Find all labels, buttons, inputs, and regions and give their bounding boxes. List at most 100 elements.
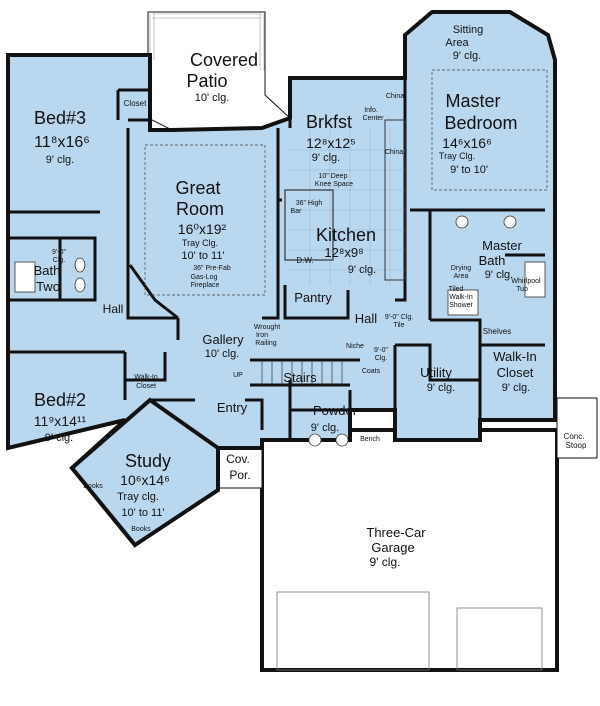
shower-line1: Tiled [449,286,464,293]
knee-space-line2: Knee Space [315,181,353,188]
high-bar-line2: Bar [291,208,303,215]
coats-line1: 9'-0" [374,347,388,354]
study-books-2: Books [131,526,151,533]
walk-in-closet-name-line1: Walk-In [493,349,537,364]
coats-line3: Coats [362,368,381,375]
great-room-name-line1: Great [175,178,220,198]
entry-name: Entry [217,400,248,415]
study-name: Study [125,451,171,471]
covered-patio-name-line2: Patio [186,71,227,91]
fireplace-label-line3: Fireplace [191,282,220,289]
brkfst-name: Brkfst [306,112,352,132]
garage-ceiling: 9' clg. [370,555,401,569]
railing-line1: Wrought [254,324,280,331]
master-bedroom-ceiling-line2: 9' to 10' [450,164,488,176]
kitchen-dims: 12⁸x9⁸ [324,245,363,260]
kitchen-counter [384,119,406,281]
shelves-label: Shelves [483,327,511,336]
tile-clg-line2: Tile [393,322,404,329]
covered-patio-name-line1: Covered [190,50,258,70]
tile-grid [290,128,405,285]
railing-line3: Railing [255,340,277,347]
bath-two-name-line1: Bath [34,263,61,278]
bed2-dims: 11⁹x14¹¹ [34,413,87,429]
bed2-closet-line2: Closet [136,383,156,390]
great-room-ceiling-line2: 10' to 11' [181,250,224,262]
gallery-name: Gallery [202,332,244,347]
whirlpool-line1: Whirlpool [511,278,541,285]
cov-porch-line2: Por. [229,468,250,482]
kitchen-name: Kitchen [316,225,376,245]
powder-ceiling: 9' clg. [311,422,339,434]
study-dims: 10⁶x14⁶ [120,472,170,488]
bed3-ceiling: 9' clg. [46,154,74,166]
covered-patio-ceiling: 10' clg. [195,92,230,104]
master-bath-ceiling: 9' clg. [485,269,513,281]
walk-in-closet-ceiling: 9' clg. [502,382,530,394]
sitting-area-ceiling: 9' clg. [453,50,481,62]
bed3-closet-label: Closet [124,99,147,108]
bath-two-name-line2: Two [36,279,60,294]
drying-area-line1: Drying [451,265,471,272]
study-ceiling-line1: Tray clg. [117,491,159,503]
stairs-name: Stairs [283,370,317,385]
brkfst-ceiling: 9' clg. [312,152,340,164]
study-ceiling-line2: 10' to 11' [121,507,164,519]
master-bedroom-dims: 14⁶x16⁶ [442,135,492,151]
kitchen-dw: D.W. [296,256,313,265]
stairs-up-label: UP [233,372,243,379]
china-label-2: China [385,149,403,156]
master-bath-name-line1: Master [482,238,522,253]
powder-name: Powder [313,403,358,418]
garage-door-right [456,607,543,671]
bed2-closet-line1: Walk-In [134,374,158,381]
conc-stoop-line1: Conc. [564,432,585,441]
pantry-name: Pantry [294,290,332,305]
china-label-1: China [386,93,404,100]
knee-space-line1: 10" Deep [319,173,348,180]
conc-stoop-area [556,397,598,459]
sitting-area-line1: Sitting [453,24,484,36]
fireplace-label-line1: 36" Pre-Fab [193,265,231,272]
study-books-1: Books [83,483,103,490]
garage-door-left [276,591,430,671]
master-tray-outline [431,69,548,191]
hall-center-name: Hall [355,311,378,326]
whirlpool-line2: Tub [516,286,528,293]
railing-line2: Iron [256,332,268,339]
sitting-area-line2: Area [445,37,469,49]
great-room-name-line2: Room [176,199,224,219]
bath-two-ceiling-line2: Clg. [53,257,66,264]
drying-area-line2: Area [454,273,469,280]
garage-line1: Three-Car [366,525,426,540]
gallery-ceiling: 10' clg. [205,348,240,360]
bed3-dims: 11⁸x16⁶ [34,134,90,151]
brkfst-dims: 12⁸x12⁵ [306,135,356,151]
info-center-line1: Info. [364,107,378,114]
master-bedroom-ceiling-line1: Tray Clg. [439,151,475,161]
great-room-tray-outline [144,144,266,296]
high-bar-line1: 36" High [296,200,323,207]
walk-in-closet-name-line2: Closet [497,365,534,380]
info-center-line2: Center [362,115,384,122]
conc-stoop-line2: Stoop [566,441,587,450]
master-bath-name-line2: Bath [479,253,506,268]
kitchen-bar [284,189,334,261]
hall-left-name: Hall [103,302,124,316]
niche-label: Niche [346,343,364,350]
shower-line2: Walk-In [449,294,473,301]
bench-label: Bench [360,436,380,443]
bath-fixtures [14,215,546,447]
stair-treads [261,360,343,385]
bed2-name: Bed#2 [34,390,86,410]
master-bedroom-name-line1: Master [445,91,500,111]
cov-porch-line1: Cov. [226,452,250,466]
bath-two-ceiling-line1: 9'-0" [52,249,66,256]
utility-ceiling: 9' clg. [427,382,455,394]
shower-line3: Shower [449,302,473,309]
bed3-name: Bed#3 [34,108,86,128]
garage-line2: Garage [371,540,414,555]
bed2-ceiling: 9' clg. [45,432,73,444]
study-area [69,397,220,548]
